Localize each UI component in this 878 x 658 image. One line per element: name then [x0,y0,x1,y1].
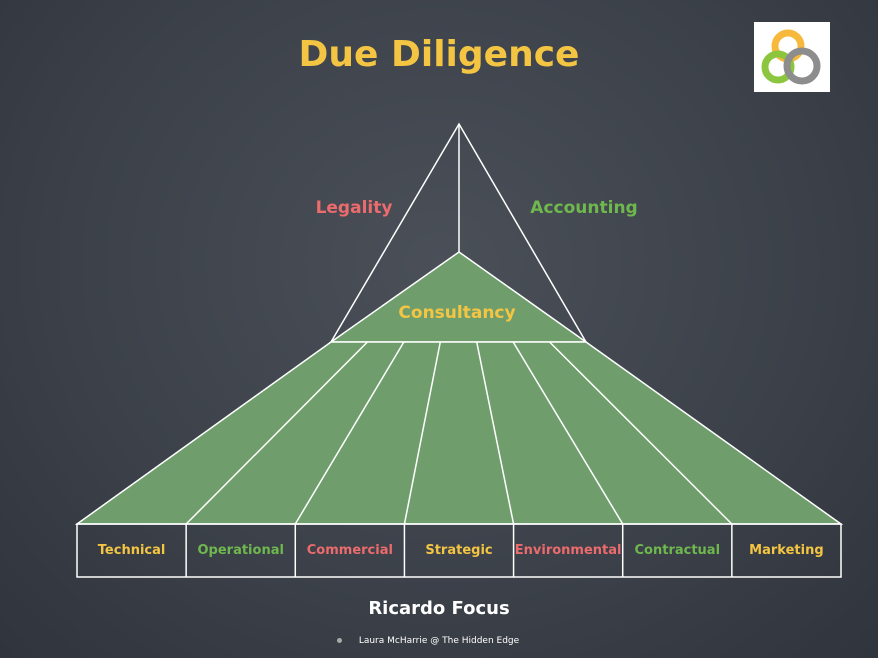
segment-divider [294,341,405,525]
category-bar [76,523,842,578]
segment-divider [512,341,624,525]
footer-credit: Laura McHarrie @ The Hidden Edge [358,636,520,646]
category-marketing: Marketing [749,543,824,558]
segment-divider [185,341,368,525]
category-operational: Operational [197,543,284,558]
consultancy-label: Consultancy [398,303,516,323]
page-title: Due Diligence [298,34,580,75]
bullet-icon [337,638,342,643]
consultancy-triangle [328,251,589,343]
focus-caption: Ricardo Focus [368,598,510,619]
category-environmental: Environmental [514,543,622,558]
category-commercial: Commercial [306,543,393,558]
category-strategic: Strategic [425,543,493,558]
accounting-label: Accounting [530,198,638,218]
segment-divider [475,341,515,525]
category-technical: Technical [97,543,166,558]
segment-divider [403,341,442,525]
category-contractual: Contractual [634,543,721,558]
segment-divider [549,341,733,525]
base-trapezoid [74,341,844,525]
logo [754,22,830,92]
legality-label: Legality [315,198,393,218]
